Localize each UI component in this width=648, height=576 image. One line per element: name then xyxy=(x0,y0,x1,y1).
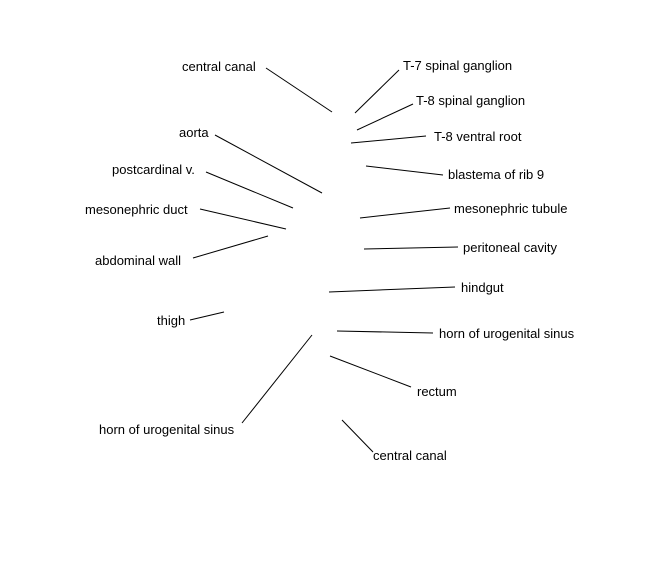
leader-horn-urogenital-sinus-right xyxy=(336,330,434,334)
label-horn-urogenital-sinus-left: horn of urogenital sinus xyxy=(99,422,235,437)
label-central-canal-bottom: central canal xyxy=(373,448,447,463)
leader-t8-spinal-ganglion xyxy=(356,103,414,131)
leader-mesonephric-tubule xyxy=(359,207,451,219)
label-central-canal-top: central canal xyxy=(182,59,256,74)
leader-thigh xyxy=(189,311,225,321)
label-aorta: aorta xyxy=(179,125,209,140)
label-horn-urogenital-sinus-right: horn of urogenital sinus xyxy=(439,326,575,341)
leader-aorta xyxy=(214,134,323,194)
leader-rectum xyxy=(329,355,412,388)
label-t8-ventral-root: T-8 ventral root xyxy=(434,129,522,144)
label-abdominal-wall: abdominal wall xyxy=(95,253,181,268)
leader-peritoneal-cavity xyxy=(363,246,459,250)
leader-postcardinal-v xyxy=(205,171,294,209)
leader-mesonephric-duct xyxy=(199,208,287,230)
leader-abdominal-wall xyxy=(192,235,269,259)
label-thigh: thigh xyxy=(157,313,186,328)
label-hindgut: hindgut xyxy=(461,280,504,295)
label-mesonephric-duct: mesonephric duct xyxy=(85,202,188,217)
leader-horn-urogenital-sinus-left xyxy=(241,334,313,424)
label-peritoneal-cavity: peritoneal cavity xyxy=(463,240,557,255)
label-postcardinal-v: postcardinal v. xyxy=(112,162,195,177)
label-blastema-rib-9: blastema of rib 9 xyxy=(448,167,545,182)
label-rectum: rectum xyxy=(417,384,457,399)
label-mesonephric-tubule: mesonephric tubule xyxy=(454,201,568,216)
leader-blastema-rib-9 xyxy=(365,165,444,176)
label-t7-spinal-ganglion: T-7 spinal ganglion xyxy=(403,58,513,73)
label-t8-spinal-ganglion: T-8 spinal ganglion xyxy=(416,93,526,108)
leader-hindgut xyxy=(328,286,456,293)
leader-central-canal-bottom xyxy=(341,419,374,453)
leader-t8-ventral-root xyxy=(350,135,427,144)
leader-central-canal-top xyxy=(265,67,333,113)
leader-t7-spinal-ganglion xyxy=(354,69,400,114)
